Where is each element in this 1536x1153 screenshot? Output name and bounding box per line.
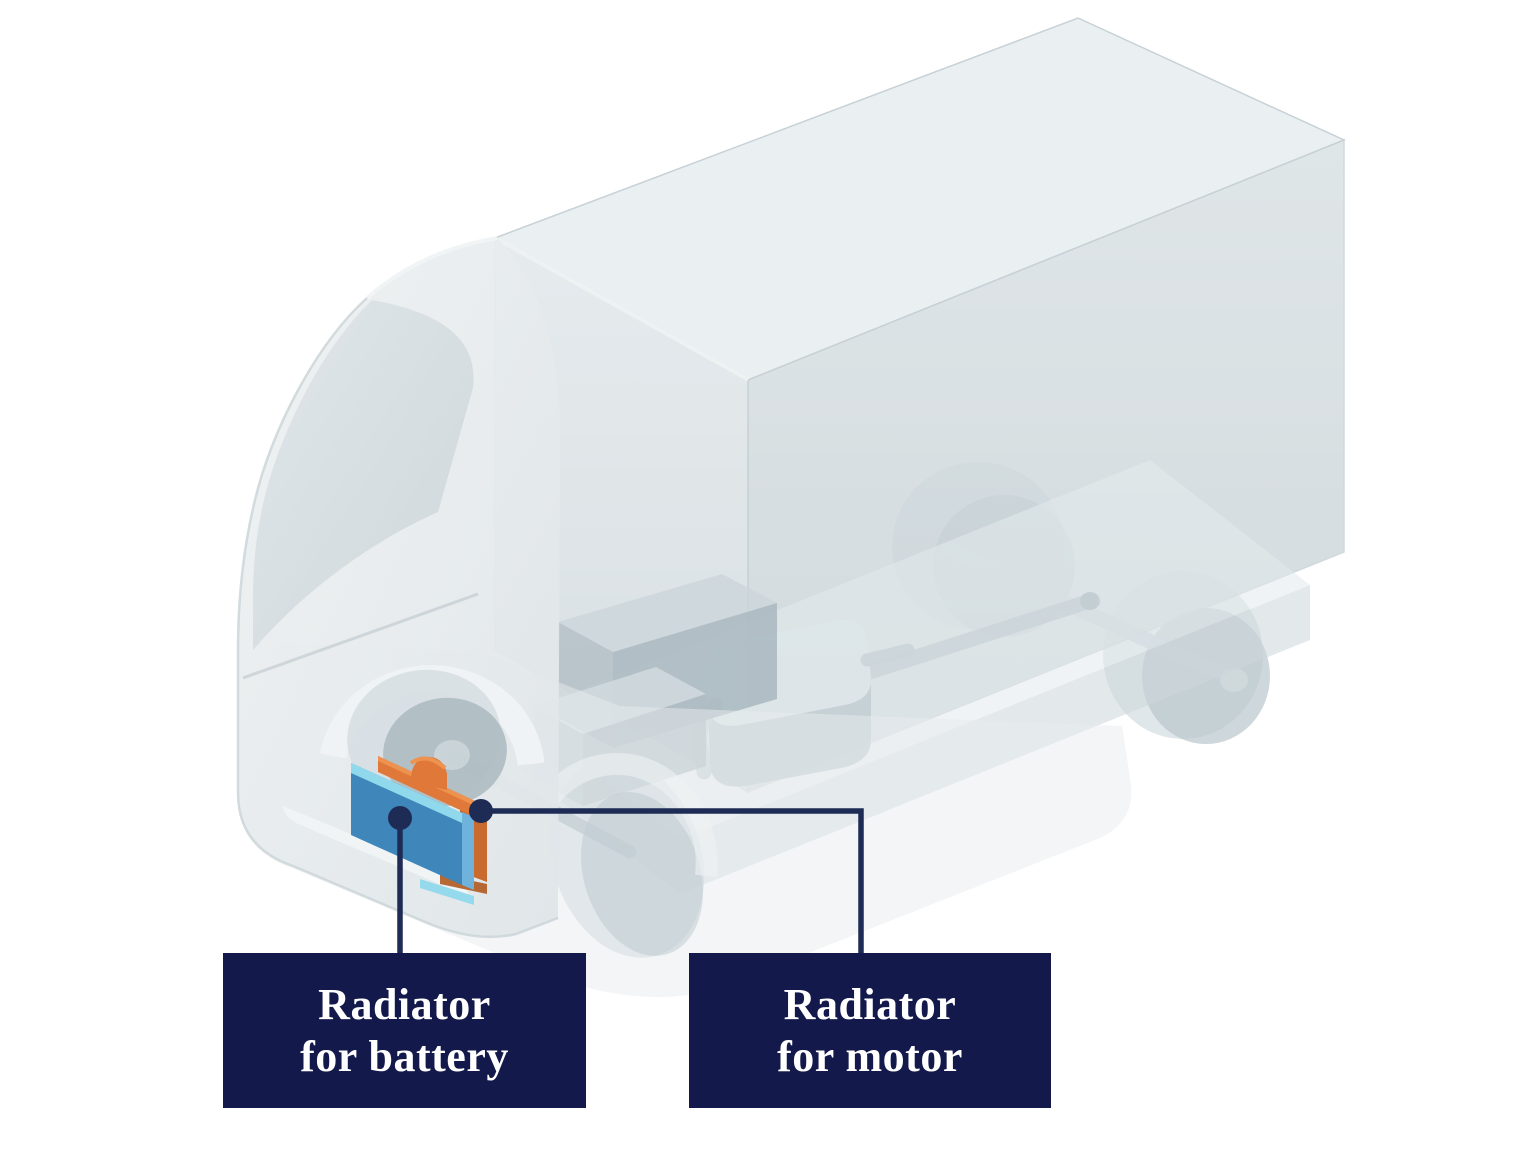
motor-radiator-label-line2: for motor (777, 1031, 963, 1081)
motor-radiator-label-line1: Radiator (783, 980, 957, 1030)
callout-line-motor (481, 808, 864, 960)
side-step (283, 806, 470, 897)
windshield (253, 300, 474, 650)
driveshaft (837, 592, 1100, 688)
callout-dot-battery (388, 806, 412, 830)
battery-radiator-label-line2: for battery (300, 1031, 509, 1081)
motor-radiator-label: Radiator for motor (689, 953, 1051, 1108)
callout-dot-motor (469, 799, 493, 823)
battery-radiator-label-line1: Radiator (318, 980, 491, 1030)
battery-radiator-label: Radiator for battery (223, 953, 586, 1108)
callout-connectors (388, 799, 864, 960)
wheel-front-right (540, 752, 718, 958)
